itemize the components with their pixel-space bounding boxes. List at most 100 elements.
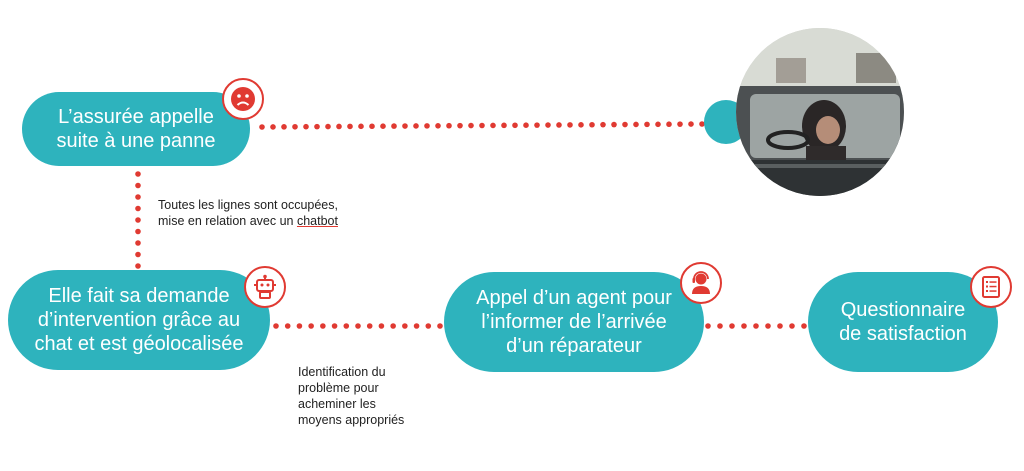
- connector-dot: [135, 194, 141, 200]
- connector-dot: [556, 122, 562, 128]
- connector-dot: [369, 123, 375, 130]
- connector-dot: [644, 121, 650, 128]
- connector-dot: [358, 123, 364, 130]
- connector-dot: [135, 263, 141, 269]
- note-identification-line-3: acheminer les: [298, 397, 376, 411]
- step-3-line-1: Appel d’un agent pour: [476, 287, 672, 309]
- connector-dot: [589, 121, 595, 128]
- connector-dot: [320, 323, 326, 329]
- connector-dot: [777, 323, 783, 329]
- connector-dot: [741, 323, 747, 329]
- step-2-line-1: Elle fait sa demande: [48, 285, 230, 307]
- connector-dot: [655, 121, 661, 128]
- connector-dot: [490, 122, 496, 129]
- sad-face-icon: [222, 78, 264, 120]
- driver-photo: [736, 28, 904, 196]
- note-busy-line-1: Toutes les lignes sont occupées,: [158, 198, 338, 212]
- connector-dot: [729, 323, 735, 329]
- connector-dot: [314, 123, 320, 130]
- note-lines-busy: Toutes les lignes sont occupées, mise en…: [158, 197, 338, 229]
- connector-dot: [391, 123, 397, 129]
- step-3-line-2: l’informer de l’arrivée: [481, 311, 667, 333]
- connector-dot: [699, 121, 705, 127]
- connector-dot: [457, 122, 463, 129]
- headset-agent-icon: [680, 262, 722, 304]
- connector-dot: [366, 323, 373, 329]
- connector-dot: [446, 122, 452, 129]
- connector-dot: [402, 323, 408, 329]
- connector-dot: [717, 323, 723, 329]
- connector-dot: [425, 323, 432, 329]
- note-identification-line-4: moyens appropriés: [298, 413, 405, 427]
- step-1-line-2: suite à une panne: [56, 130, 216, 152]
- connector-dot: [390, 323, 396, 329]
- note-busy-chatbot-word: chatbot: [296, 214, 338, 228]
- connector-dot: [622, 121, 628, 128]
- connector-dot: [336, 123, 342, 130]
- step-1-pill: L’assurée appelle suite à une panne: [22, 92, 250, 166]
- connector-dot: [331, 323, 338, 329]
- connector-dot: [273, 323, 279, 329]
- connector-dot: [135, 171, 141, 177]
- step-1-line-1: L’assurée appelle: [58, 106, 214, 128]
- connector-dot: [633, 121, 639, 128]
- note-identification: Identification du problème pour achemine…: [298, 364, 404, 428]
- connector-dot: [435, 123, 441, 129]
- connector-dot: [135, 217, 141, 223]
- connector-dot: [688, 121, 694, 127]
- connector-dot: [325, 123, 331, 130]
- connector-dot: [135, 205, 141, 212]
- step-4-line-1: Questionnaire: [840, 299, 966, 321]
- connector-dot: [296, 323, 303, 329]
- connector-dot: [402, 123, 408, 129]
- connector-dot: [468, 122, 474, 129]
- connector-dot: [600, 121, 606, 128]
- connector-dot: [135, 182, 141, 189]
- step-3-pill: Appel d’un agent pour l’informer de l’ar…: [444, 272, 704, 372]
- connector-dot: [343, 323, 350, 329]
- connector-dot: [135, 240, 141, 246]
- connector-step3-to-step4: [705, 323, 807, 329]
- connector-dot: [437, 323, 443, 329]
- connector-dot: [259, 124, 265, 130]
- connector-dot: [705, 323, 711, 329]
- connector-step2-to-step3: [273, 323, 443, 329]
- robot-icon: [244, 266, 286, 308]
- connector-dot: [270, 124, 276, 130]
- connector-step1-to-step2: [135, 171, 141, 269]
- connector-dot: [308, 323, 314, 329]
- connector-dot: [284, 323, 291, 329]
- connector-dot: [789, 323, 795, 329]
- connector-dot: [413, 323, 420, 329]
- checklist-icon: [970, 266, 1012, 308]
- connector-dot: [523, 122, 529, 128]
- connector-dot: [135, 251, 141, 258]
- connector-dot: [534, 122, 540, 128]
- connector-dot: [281, 124, 287, 130]
- step-3-line-3: d’un réparateur: [506, 335, 642, 357]
- connector-dot: [292, 123, 298, 130]
- connector-dot: [378, 323, 385, 329]
- connector-dot: [545, 122, 551, 128]
- connector-dot: [501, 122, 507, 129]
- step-4-line-2: de satisfaction: [839, 323, 967, 345]
- connector-dot: [355, 323, 361, 329]
- connector-dot: [765, 323, 771, 329]
- connector-dot: [567, 122, 573, 128]
- connector-dot: [753, 323, 759, 329]
- note-identification-line-2: problème pour: [298, 381, 379, 395]
- step-2-line-2: d’intervention grâce au: [37, 309, 241, 331]
- connector-dot: [424, 123, 430, 129]
- connector-dot: [677, 121, 683, 127]
- note-identification-line-1: Identification du: [298, 365, 386, 379]
- connector-dot: [666, 121, 672, 128]
- connector-dot: [347, 123, 353, 130]
- connector-dot: [303, 123, 309, 130]
- connector-dot: [578, 122, 584, 128]
- step-2-line-3: chat et est géolocalisée: [34, 333, 244, 355]
- connector-dot: [413, 123, 419, 129]
- note-busy-line-2-prefix: mise en relation avec un: [158, 214, 297, 228]
- connector-dot: [611, 121, 617, 128]
- connector-dot: [479, 122, 485, 129]
